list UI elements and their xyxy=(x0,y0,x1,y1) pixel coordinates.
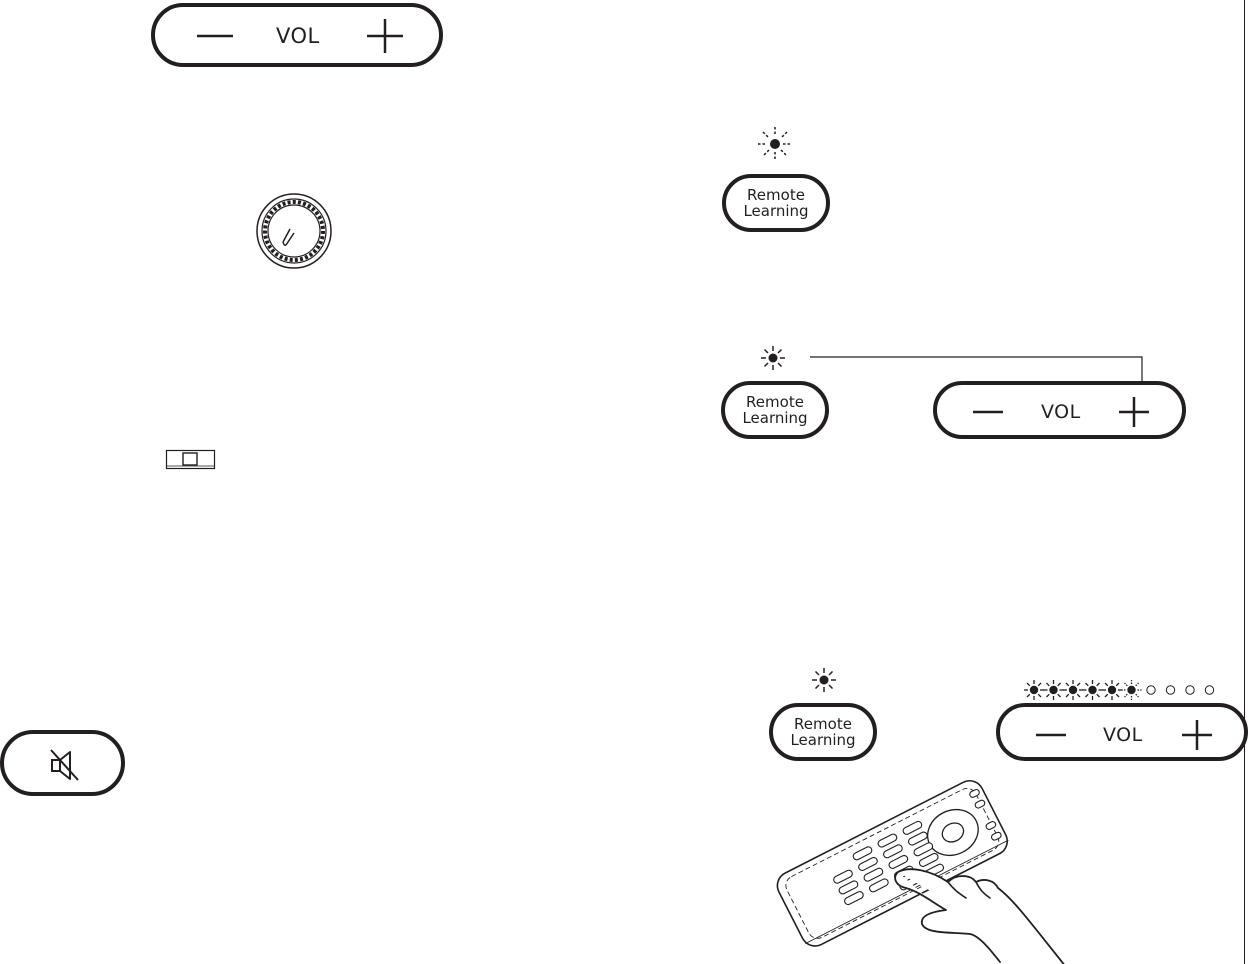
vol-plus-button[interactable] xyxy=(355,15,415,59)
vol-control-top[interactable]: VOL xyxy=(151,3,443,67)
vol-label: VOL xyxy=(276,24,320,48)
led-off-icon xyxy=(1186,686,1194,694)
led-flashing-icon xyxy=(757,126,793,162)
vol-control-middle[interactable]: VOL xyxy=(933,381,1186,439)
led-lit-icon xyxy=(1102,680,1122,700)
led-on-icon xyxy=(811,667,837,693)
remote-control-icon xyxy=(770,762,1020,962)
led-lit-icon xyxy=(1122,680,1142,700)
remote-learning-line2: Learning xyxy=(790,732,855,748)
vol-plus-button[interactable] xyxy=(1170,713,1226,753)
led-lit-icon xyxy=(1083,680,1103,700)
vol-label: VOL xyxy=(1041,401,1081,423)
led-off-icon xyxy=(1147,686,1155,694)
remote-learning-line1: Remote xyxy=(790,716,855,732)
remote-learning-line1: Remote xyxy=(743,187,808,203)
remote-learning-button-1[interactable]: Remote Learning xyxy=(722,174,830,232)
speaker-muted-icon xyxy=(46,746,86,786)
mute-button[interactable] xyxy=(0,730,125,796)
plus-icon xyxy=(1170,713,1226,753)
led-off-icon xyxy=(1205,686,1213,694)
remote-learning-line2: Learning xyxy=(742,410,807,426)
vol-control-bottom[interactable]: VOL xyxy=(996,703,1248,761)
led-level-meter xyxy=(1020,676,1220,704)
vol-plus-button[interactable] xyxy=(1107,391,1163,431)
vol-minus-button[interactable] xyxy=(961,393,1017,429)
remote-learning-line1: Remote xyxy=(742,394,807,410)
minus-icon xyxy=(961,393,1017,429)
vol-minus-button[interactable] xyxy=(185,17,245,57)
minus-icon xyxy=(185,17,245,57)
remote-learning-button-2[interactable]: Remote Learning xyxy=(721,381,829,439)
plus-icon xyxy=(1107,391,1163,431)
remote-learning-line2: Learning xyxy=(743,203,808,219)
minus-icon xyxy=(1024,715,1080,751)
vol-minus-button[interactable] xyxy=(1024,715,1080,751)
plus-icon xyxy=(355,15,415,59)
led-lit-icon xyxy=(1063,680,1083,700)
vol-label: VOL xyxy=(1103,724,1143,746)
slide-switch-icon[interactable] xyxy=(166,450,216,470)
led-lit-icon xyxy=(1044,680,1064,700)
remote-learning-button-3[interactable]: Remote Learning xyxy=(769,703,877,761)
page-edge-line xyxy=(1244,0,1245,964)
volume-knob-icon[interactable] xyxy=(256,193,332,269)
led-off-icon xyxy=(1166,686,1174,694)
led-on-icon xyxy=(760,345,786,371)
led-lit-icon xyxy=(1024,680,1044,700)
